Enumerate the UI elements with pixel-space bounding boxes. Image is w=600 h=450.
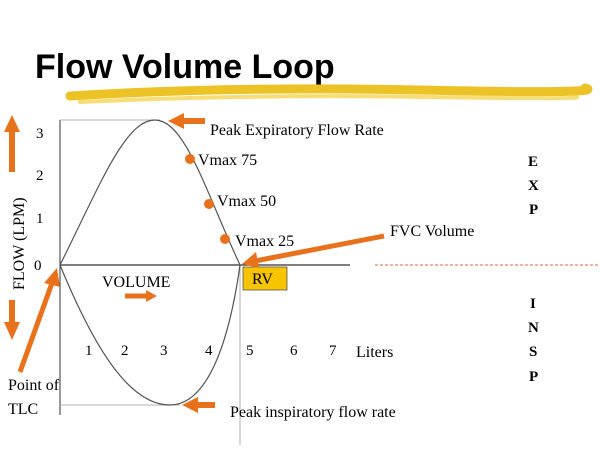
flow-down-arrow-icon bbox=[4, 300, 20, 340]
y-tick-2: 2 bbox=[36, 168, 44, 184]
tlc-label-line1: Point of bbox=[8, 377, 60, 394]
tlc-arrow-icon bbox=[17, 268, 60, 373]
x-tick-1: 1 bbox=[85, 343, 93, 359]
peak-inspiratory-label: Peak inspiratory flow rate bbox=[230, 404, 396, 421]
title-underline-highlight-2 bbox=[78, 94, 580, 104]
x-tick-3: 3 bbox=[160, 343, 168, 359]
volume-label: VOLUME bbox=[102, 274, 170, 291]
insp-letter-s: S bbox=[529, 344, 537, 360]
vmax75-point bbox=[185, 154, 195, 164]
y-axis-label: FLOW (LPM) bbox=[11, 197, 28, 290]
y-tick-3: 3 bbox=[36, 126, 44, 142]
insp-letter-i: I bbox=[530, 296, 536, 312]
vmax75-label: Vmax 75 bbox=[198, 152, 257, 169]
fvc-label: FVC Volume bbox=[390, 223, 474, 240]
tlc-label-line2: TLC bbox=[8, 401, 38, 418]
vmax25-point bbox=[220, 234, 230, 244]
exp-letter-e: E bbox=[528, 154, 538, 170]
y-tick-0: 0 bbox=[34, 258, 42, 274]
peak-inspiratory-arrow-icon bbox=[182, 397, 215, 413]
inspiratory-curve bbox=[59, 264, 241, 406]
y-tick-1: 1 bbox=[36, 211, 44, 227]
peak-expiratory-arrow-icon bbox=[168, 113, 205, 129]
vmax50-point bbox=[204, 199, 214, 209]
exp-letter-x: X bbox=[528, 178, 539, 194]
exp-letter-p: P bbox=[529, 202, 538, 218]
rv-box bbox=[242, 266, 288, 291]
vmax25-label: Vmax 25 bbox=[235, 233, 294, 250]
x-tick-7: 7 bbox=[329, 343, 337, 359]
slide-title: Flow Volume Loop bbox=[35, 48, 335, 86]
rv-label: RV bbox=[252, 271, 273, 288]
x-unit-label: Liters bbox=[356, 344, 393, 361]
fvc-arrow-icon bbox=[242, 233, 385, 268]
insp-letter-p: P bbox=[529, 369, 538, 385]
volume-arrow-icon bbox=[125, 290, 157, 302]
title-underline-highlight bbox=[65, 83, 593, 101]
x-tick-4: 4 bbox=[205, 343, 213, 359]
x-tick-2: 2 bbox=[121, 343, 129, 359]
expiratory-curve bbox=[59, 119, 241, 266]
flow-up-arrow-icon bbox=[4, 115, 20, 172]
x-tick-6: 6 bbox=[290, 343, 298, 359]
insp-letter-n: N bbox=[528, 320, 539, 336]
x-tick-5: 5 bbox=[246, 343, 254, 359]
peak-expiratory-label: Peak Expiratory Flow Rate bbox=[210, 122, 384, 139]
vmax50-label: Vmax 50 bbox=[217, 193, 276, 210]
